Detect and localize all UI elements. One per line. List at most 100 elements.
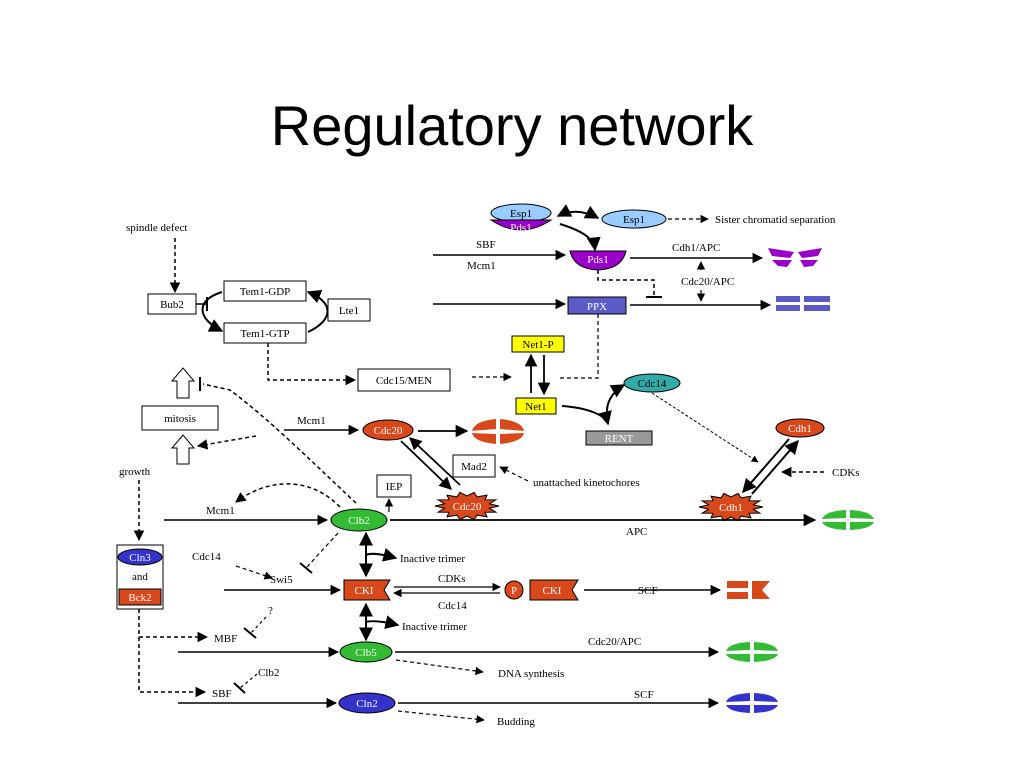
cdc14-mid-label: Cdc14 bbox=[438, 600, 467, 612]
sbf-low-label: SBF bbox=[212, 688, 232, 700]
degraded-pds1-right bbox=[798, 248, 822, 258]
cdc20-top-label: Cdc20 bbox=[374, 425, 403, 437]
degraded-pds1-right-2 bbox=[800, 260, 818, 267]
pds1-inhibits-ppx bbox=[597, 270, 655, 296]
clb5-to-dna-arrow bbox=[395, 659, 484, 676]
mcm1-low-label: Mcm1 bbox=[206, 505, 235, 517]
mitosis-label: mitosis bbox=[164, 413, 196, 425]
mad2-label: Mad2 bbox=[461, 461, 487, 473]
tem1-gdp-label: Tem1-GDP bbox=[240, 286, 291, 298]
tem1-right-cycle-arrow bbox=[306, 289, 329, 333]
net1-box bbox=[515, 397, 557, 415]
iep-label: IEP bbox=[386, 481, 403, 493]
cdh1-apc-top-label: Cdh1/APC bbox=[672, 242, 720, 254]
net1-label: Net1 bbox=[525, 401, 546, 413]
growth-up-hollow-arrow bbox=[170, 434, 196, 465]
clb2-to-mitosis-dashed bbox=[202, 383, 357, 504]
cln3-label: Cln3 bbox=[129, 552, 151, 564]
cln2-to-budding-arrow bbox=[397, 710, 485, 724]
clb2-inhibits-swi5-bar bbox=[299, 562, 313, 574]
cln2-ellipse bbox=[338, 692, 396, 714]
cdh1-ellipse bbox=[775, 418, 825, 438]
tem1-gdp-box bbox=[223, 280, 307, 302]
degraded-ppx-4 bbox=[804, 305, 830, 311]
net1-cdc14-binding-arrow bbox=[561, 405, 612, 426]
esp1-label: Esp1 bbox=[623, 214, 645, 226]
cdc14-low-label: Cdc14 bbox=[192, 551, 221, 563]
degraded-cki bbox=[727, 581, 770, 599]
pds1-complex-bottom bbox=[489, 219, 553, 231]
cki-p-shape bbox=[529, 579, 579, 601]
swi5-label: Swi5 bbox=[270, 574, 293, 586]
unknown-inhibits-mbf bbox=[250, 616, 267, 634]
clb5-ellipse bbox=[339, 641, 393, 663]
cdh1-active-label: Cdh1 bbox=[719, 502, 743, 514]
cdc14-to-cdh1-arrow bbox=[651, 392, 759, 463]
iep-box bbox=[376, 474, 412, 498]
complex-to-esp1-arrow bbox=[556, 204, 600, 219]
cdc20-active-label: Cdc20 bbox=[453, 501, 482, 513]
rent-box bbox=[585, 430, 653, 446]
cdh1-active-star bbox=[698, 492, 764, 522]
degraded-ppx-2 bbox=[804, 296, 830, 302]
net1-p-label: Net1-P bbox=[522, 339, 553, 351]
cdc14-ellipse bbox=[623, 373, 681, 393]
mitosis-box bbox=[141, 405, 219, 431]
cln3-to-mbf-arrow bbox=[138, 609, 209, 643]
sister-separation-label: Sister chromatid separation bbox=[715, 214, 836, 226]
clb5-label: Clb5 bbox=[355, 647, 377, 659]
cdc20-active-star bbox=[434, 491, 500, 521]
cdc20-apc-top-label: Cdc20/APC bbox=[681, 276, 734, 288]
clb2-label: Clb2 bbox=[348, 515, 369, 527]
pds1-complex-label: Pds1 bbox=[510, 222, 531, 234]
cln2-label: Cln2 bbox=[356, 698, 377, 710]
esp1-ellipse bbox=[601, 209, 667, 229]
cdc14-to-swi5-arrow bbox=[235, 565, 273, 580]
phosphate-label: P bbox=[511, 585, 517, 597]
cln3-ellipse bbox=[117, 548, 163, 566]
degraded-cln2 bbox=[726, 693, 778, 713]
budding-label: Budding bbox=[497, 716, 535, 728]
bub2-label: Bub2 bbox=[160, 299, 184, 311]
mcm1-mid-label: Mcm1 bbox=[297, 415, 326, 427]
rent-label: RENT bbox=[605, 433, 634, 445]
clb2-ellipse bbox=[330, 508, 388, 532]
clb2-to-growth-dashed bbox=[196, 435, 257, 450]
unattached-to-mad2-arrow bbox=[499, 466, 529, 482]
dna-synthesis-label: DNA synthesis bbox=[498, 668, 564, 680]
ppx-to-net1-dashed bbox=[560, 314, 599, 379]
mbf-label: MBF bbox=[214, 633, 237, 645]
trimer-1-branch bbox=[365, 547, 398, 562]
cdc15-men-label: Cdc15/MEN bbox=[376, 375, 432, 387]
cki-shape bbox=[343, 579, 391, 601]
apc-label: APC bbox=[626, 526, 647, 538]
degraded-clb2 bbox=[822, 510, 874, 530]
mitosis-up-hollow-arrow bbox=[170, 367, 196, 399]
pds1-label: Pds1 bbox=[587, 254, 608, 266]
degraded-ppx-3 bbox=[776, 305, 800, 311]
ppx-box bbox=[567, 296, 627, 315]
cdks-low-label: CDKs bbox=[438, 573, 466, 585]
degraded-pds1-left bbox=[768, 248, 794, 258]
cdc15-men-box bbox=[357, 368, 451, 392]
cdc20-apc-low-label: Cdc20/APC bbox=[588, 636, 641, 648]
cki-p-label: CKI bbox=[543, 585, 562, 597]
clb2-inhibits-sbf bbox=[239, 673, 258, 689]
spindle-defect-label: spindle defect bbox=[126, 222, 187, 234]
cdks-right-label: CDKs bbox=[832, 467, 860, 479]
unattached-label: unattached kinetochores bbox=[533, 477, 640, 489]
cdh1-inactivation-arrow bbox=[751, 439, 799, 495]
page-title: Regulatory network bbox=[270, 94, 754, 157]
degraded-ppx-1 bbox=[776, 296, 800, 302]
inactive-trimer-2-label: Inactive trimer bbox=[402, 621, 467, 633]
clb2-self-activation bbox=[235, 483, 341, 508]
cdc20-ellipse bbox=[362, 419, 414, 441]
net1-cdc14-release-arrow bbox=[606, 384, 626, 421]
sbf-top-label: SBF bbox=[476, 239, 496, 251]
phosphate-circle bbox=[504, 580, 524, 600]
scf-2-label: SCF bbox=[634, 689, 654, 701]
clb2-inhibits-sbf-bar bbox=[233, 682, 246, 694]
degraded-clb5 bbox=[726, 642, 778, 662]
cki-label: CKI bbox=[355, 585, 374, 597]
bck2-label: Bck2 bbox=[128, 592, 151, 604]
